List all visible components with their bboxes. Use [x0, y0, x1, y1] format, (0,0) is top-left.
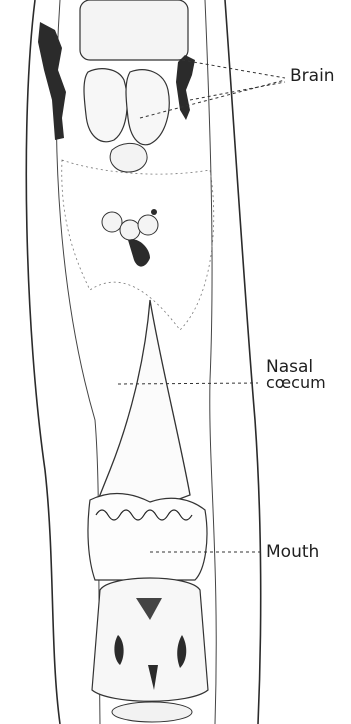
brain-leader-line-1: [182, 60, 285, 78]
brain-left-dark-tissue: [38, 22, 66, 140]
bottom-block: [112, 702, 192, 722]
nasal-caecum: [98, 300, 190, 510]
jaw-section: [92, 578, 208, 701]
nasal-pit-cluster: [102, 209, 158, 267]
brain-right-dark-tissue: [176, 55, 195, 120]
label-brain: Brain: [290, 68, 335, 85]
brain-leader-line-2: [190, 82, 285, 100]
outer-body-outline-right: [225, 0, 261, 724]
brain-lower-lobe: [110, 143, 147, 172]
brain-lobe-left: [84, 69, 127, 142]
inner-wall-right: [205, 0, 216, 724]
label-caecum: cœcum: [266, 375, 326, 391]
label-mouth: Mouth: [266, 544, 319, 561]
brain-top-block: [80, 0, 188, 60]
mouth-cavity: [88, 493, 207, 580]
brain-lobe-right: [126, 70, 169, 145]
